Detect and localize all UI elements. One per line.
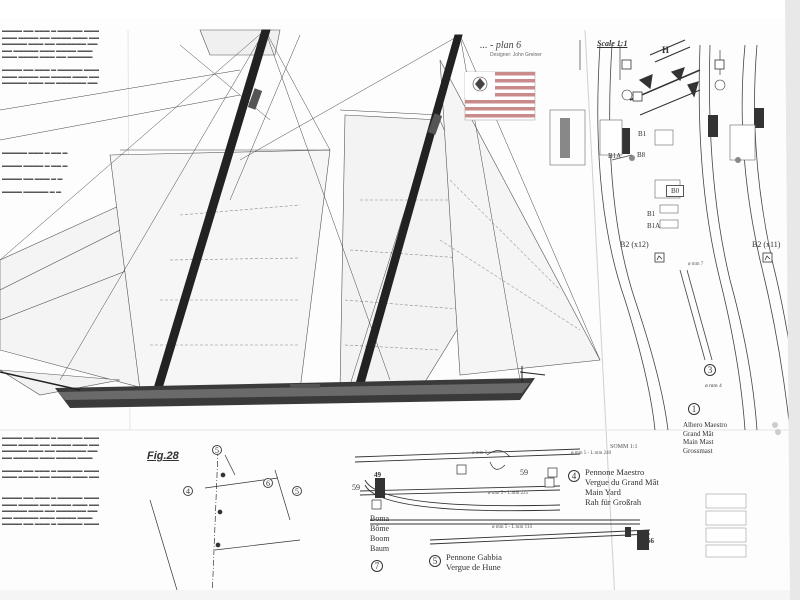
- main-mast-number: 1: [688, 403, 700, 415]
- legend-list: ▬▬▬▬▬ ▬▬▬ ▬ ▬▬ ▬▬▬▬▬ ▬▬▬▬ ▬ ▬▬ ▬▬▬▬▬ ▬▬ …: [2, 150, 68, 195]
- top-yard-name-it: Pennone Gabbia: [446, 552, 502, 562]
- marker-b1-top: B1: [638, 130, 647, 138]
- boom-name-fr: Bôme: [370, 524, 390, 533]
- marker-49: 49: [374, 471, 381, 479]
- marker-b2-right: B2 (x11): [752, 240, 781, 249]
- top-yard-name-fr: Vergue de Hune: [446, 562, 501, 572]
- main-yard-number: 4: [568, 470, 580, 482]
- instructions-paragraph: ▬▬▬▬ ▬▬ ▬▬▬ ▬ ▬▬▬▬▬ ▬▬▬▬▬▬ ▬▬▬▬ ▬▬ ▬▬▬▬ …: [2, 435, 99, 480]
- figure-callout-5a: 5: [212, 445, 222, 455]
- main-mast-name-fr: Grand Mât: [683, 429, 714, 438]
- main-yard-name-it: Pennone Maestro: [585, 467, 645, 477]
- boom-number: 7: [371, 560, 383, 572]
- marker-59-left: 59: [352, 483, 360, 492]
- plan-designer: Designer: John Greiner: [490, 52, 542, 58]
- boom-name-it: Boma: [370, 514, 390, 523]
- main-yard-dimension: ø mm 5 - L mm 225: [488, 491, 529, 496]
- intro-paragraph: ▬▬▬▬ ▬▬ ▬▬▬ ▬ ▬▬▬▬▬ ▬▬▬▬▬▬ ▬▬▬▬ ▬▬ ▬▬▬▬ …: [2, 28, 99, 86]
- callout-circle: 5: [212, 445, 222, 455]
- callout-circle: 5: [292, 486, 302, 496]
- main-yard-names: Pennone Maestro Vergue du Grand Mât Main…: [585, 467, 659, 507]
- marker-b1a-top: B1A: [608, 152, 622, 160]
- main-dimension: ø mm 5 - L mm 240: [571, 451, 612, 456]
- top-yard-number: 5: [429, 555, 441, 567]
- figure-callout-6: 6: [263, 478, 273, 488]
- figure-label: Fig.28: [147, 450, 179, 462]
- marker-b1a: B1A: [647, 222, 661, 230]
- figure-callout-5b: 5: [292, 486, 302, 496]
- scale-label: Scale 1:1: [597, 39, 628, 48]
- marker-b8: B8: [637, 151, 646, 159]
- mast-dimension: ø mm 7: [688, 262, 704, 267]
- plan-title: ... - plan 6: [480, 40, 522, 51]
- main-yard-name-fr: Vergue du Grand Mât: [585, 477, 659, 487]
- boom-name-de: Baum: [370, 544, 390, 553]
- callout-circle: 6: [263, 478, 273, 488]
- marker-59-right: 59: [520, 468, 528, 477]
- top-yard-dimension: ø mm 5 - L mm 114: [492, 525, 532, 530]
- main-yard-name-de: Rah für Großrah: [585, 497, 642, 507]
- main-mast-name-it: Albero Maestro: [683, 421, 728, 429]
- somm-label: SOMM 1:1: [610, 444, 638, 450]
- main-mast-name-en: Main Mast: [683, 438, 714, 446]
- callout-circle: 4: [183, 486, 193, 496]
- top-yard-names: Pennone Gabbia Vergue de Hune: [446, 552, 502, 572]
- marker-b2-left: B2 (x12): [620, 240, 649, 249]
- main-mast-name-de: Grossmast: [683, 446, 713, 455]
- main-mast-names: Albero Maestro Grand Mât Main Mast Gross…: [683, 421, 727, 455]
- boom-name-en: Boom: [370, 534, 390, 543]
- marker-h: H: [662, 45, 670, 55]
- part-3-dimension: ø mm 4: [705, 383, 722, 389]
- instructions-paragraph-2: ▬▬▬▬ ▬▬ ▬▬▬ ▬ ▬▬▬▬▬ ▬▬▬▬▬▬ ▬▬▬▬ ▬▬ ▬▬▬▬ …: [2, 495, 99, 527]
- figure-callout-4: 4: [183, 486, 193, 496]
- main-yard-name-en: Main Yard: [585, 487, 621, 497]
- part-3-number: 3: [704, 364, 716, 376]
- boom-names: Boma Bôme Boom Baum: [370, 514, 390, 554]
- marker-66: 66: [647, 537, 654, 545]
- flag: [464, 71, 536, 121]
- top-dimension: ø mm 5: [472, 451, 488, 456]
- marker-b0: B0: [666, 185, 685, 197]
- marker-b1: B1: [647, 210, 656, 218]
